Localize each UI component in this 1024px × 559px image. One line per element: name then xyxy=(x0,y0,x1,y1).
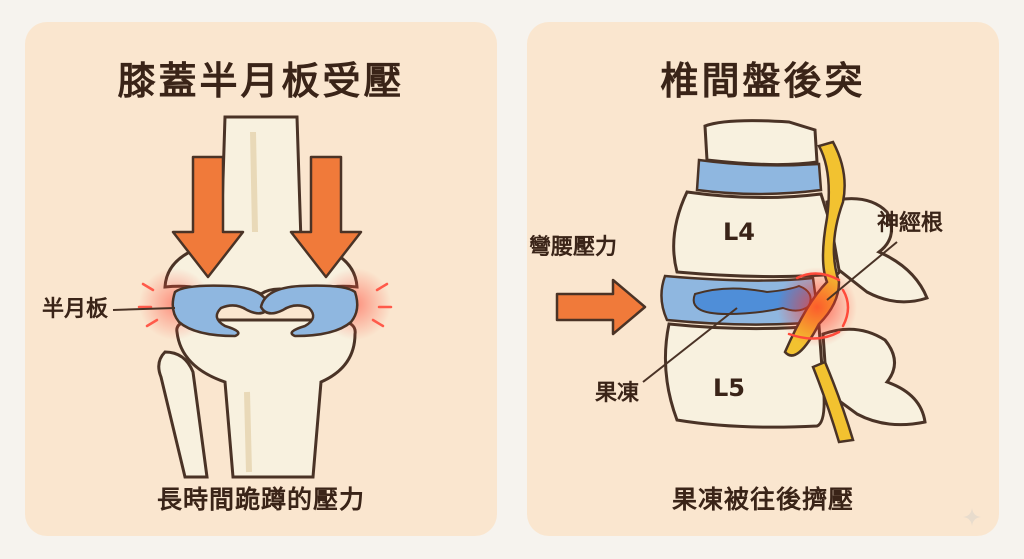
spine-caption: 果凍被往後擠壓 xyxy=(671,485,854,514)
meniscus-left xyxy=(171,284,271,338)
spine-panel: 椎間盤後突 xyxy=(527,22,999,536)
l5-label: L5 xyxy=(713,374,745,402)
knee-panel: 膝蓋半月板受壓 半月板 長時間跪蹲的 xyxy=(25,22,497,536)
l5-spinous-process xyxy=(821,327,927,427)
knee-illustration: 半月板 xyxy=(42,115,393,479)
l5-vertebra xyxy=(663,322,826,429)
force-label: 彎腰壓力 xyxy=(529,235,617,260)
nerve-leader-line xyxy=(826,241,898,301)
meniscus-label: 半月板 xyxy=(42,297,109,322)
knee-caption: 長時間跪蹲的壓力 xyxy=(156,485,365,514)
l4-label: L4 xyxy=(723,218,755,246)
nerve-descending xyxy=(811,360,855,444)
left-pressure-arrow xyxy=(171,155,245,279)
nucleus-label: 果凍 xyxy=(595,380,640,406)
meniscus-leader-line xyxy=(112,307,176,311)
l4-spinous-process xyxy=(825,197,929,304)
bending-pressure-arrow xyxy=(555,278,647,336)
spine-title: 椎間盤後突 xyxy=(660,59,866,103)
meniscus-right xyxy=(259,284,359,338)
upper-disc xyxy=(695,158,823,196)
nerve-pain-glow xyxy=(777,267,857,347)
spine-illustration: 彎腰壓力 L4 L5 神經根 果凍 xyxy=(529,119,943,444)
right-pressure-arrow xyxy=(289,155,363,279)
knee-title: 膝蓋半月板受壓 xyxy=(117,59,405,103)
upper-vertebra xyxy=(703,119,819,167)
sparkle-icon xyxy=(963,508,981,526)
nucleus-leader-line xyxy=(642,307,738,383)
nerve-label: 神經根 xyxy=(877,210,943,236)
l4-vertebra xyxy=(672,190,842,279)
fibula-bone xyxy=(157,350,209,479)
